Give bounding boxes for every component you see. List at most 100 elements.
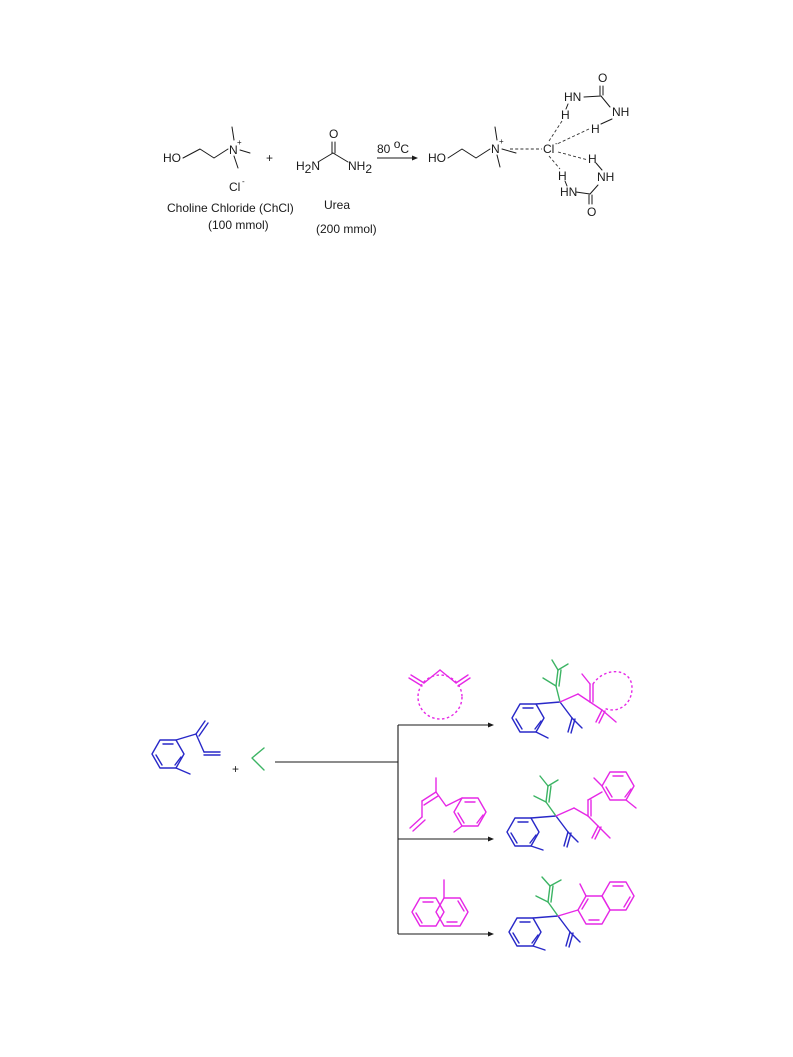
product1-ring-double-2 xyxy=(515,718,523,730)
urea-structure: O H2N NH2 Urea (200 mmol) xyxy=(296,127,377,236)
product2-aryl-bond xyxy=(593,777,603,787)
product1-bond-quat xyxy=(535,701,561,705)
product-methyl-right xyxy=(501,148,517,154)
partner1-bond-2 xyxy=(439,669,457,684)
product2-pink-7 xyxy=(591,825,599,839)
product1-arm xyxy=(559,701,573,719)
product2-pink-6 xyxy=(587,815,599,827)
core-ring-double-2 xyxy=(155,754,163,766)
product1-green-3 xyxy=(558,669,562,687)
chloride-label: Cl xyxy=(229,180,240,194)
product3-bond-quat xyxy=(532,915,559,919)
product2-methyl xyxy=(530,845,544,851)
product1-green-6 xyxy=(542,677,557,687)
ho-label: HO xyxy=(163,151,181,165)
product3-naph-double-4 xyxy=(623,896,631,908)
upper-urea-nh: NH xyxy=(612,105,629,119)
upper-urea-h-right: H xyxy=(591,122,600,136)
starting-material-core xyxy=(151,720,221,775)
partner2-ring-methyl xyxy=(453,825,463,833)
product2-green-5 xyxy=(547,779,559,787)
choline-name: Choline Chloride (ChCl) xyxy=(167,201,294,215)
product2-pink-2 xyxy=(573,807,589,817)
product3-naph-double-2 xyxy=(581,898,589,910)
product1-ring-double-3 xyxy=(534,720,542,730)
product2-aryl-double-3 xyxy=(624,788,632,798)
partner-aryl-diene xyxy=(409,777,487,833)
product2-green-2 xyxy=(545,785,549,803)
product3-green-6 xyxy=(535,895,549,903)
nitrogen-label: N xyxy=(229,143,238,157)
product1-pink-7 xyxy=(595,709,603,723)
partner2-chain xyxy=(435,791,463,807)
partner2-ring-double-3 xyxy=(476,814,484,824)
product1-exo-b xyxy=(570,718,576,734)
plus-sign-bottom: + xyxy=(232,762,239,776)
lower-urea-h-right: H xyxy=(588,152,597,166)
partner2-exo-b xyxy=(412,819,426,832)
product1-green-5 xyxy=(557,663,569,671)
partner2-exo-a xyxy=(409,816,423,829)
partner1-exo-right-a xyxy=(455,674,469,684)
product1-pink-6 xyxy=(589,701,603,711)
choline-chloride-structure: HO N + Cl - Choline Chloride (ChCl) (100… xyxy=(163,126,294,232)
product2-green-4 xyxy=(539,775,549,787)
core-bond-down xyxy=(195,733,205,753)
product2-tail xyxy=(567,831,579,843)
upper-urea-oxygen: O xyxy=(598,71,607,85)
partner3-ring-left xyxy=(411,897,445,927)
product2-pink-1 xyxy=(555,807,575,817)
product1-green-4 xyxy=(551,659,559,671)
product3-green-3 xyxy=(550,885,554,903)
lower-urea-hn: HN xyxy=(560,185,577,199)
branch-arrow-1-head xyxy=(488,722,494,728)
partner3-ring-right xyxy=(435,897,469,927)
product-ho-label: HO xyxy=(428,151,446,165)
partner3-double-2 xyxy=(415,912,423,924)
urea-cn-bond-right xyxy=(332,152,349,163)
product-3 xyxy=(508,876,635,951)
product2-aryl-methyl xyxy=(625,799,637,809)
choline-chain xyxy=(182,148,229,159)
partner1-exo-left-a xyxy=(410,674,425,684)
urea-h2n-label: H2N xyxy=(296,159,320,176)
product3-naph-ring-right xyxy=(601,881,635,911)
core-exo-1a xyxy=(195,720,206,735)
core-bond-up xyxy=(175,733,197,741)
lower-urea-nh: NH xyxy=(597,170,614,184)
partner2-ring-double-2 xyxy=(457,812,465,824)
branch-arrow-2-head xyxy=(488,836,494,842)
partner1-exo-left-b xyxy=(408,677,423,687)
partner3-double-4 xyxy=(457,900,465,912)
urea-cn-bond-left xyxy=(317,152,334,163)
product3-ring-double-3 xyxy=(531,934,539,944)
product3-green-1 xyxy=(547,901,559,917)
lower-urea-nh-right xyxy=(595,162,603,171)
hbond-cl-h1 xyxy=(548,120,563,142)
product2-ring-double-2 xyxy=(510,832,518,844)
lower-urea-cn-left xyxy=(575,191,591,195)
product2-bond-quat xyxy=(530,815,557,819)
product-methyl-top xyxy=(494,126,498,141)
product3-naph-methyl xyxy=(579,883,587,897)
product-chloride-charge: - xyxy=(555,139,558,148)
upper-urea-hn: HN xyxy=(564,90,581,104)
product-chloride-label: Cl xyxy=(543,142,554,156)
product2-exo-b xyxy=(566,832,572,848)
product2-pink-5 xyxy=(587,791,603,801)
upper-urea-nh-right xyxy=(600,118,613,125)
product3-exo-b xyxy=(568,932,574,948)
partner-cyclic-diene xyxy=(408,669,471,720)
upper-urea-cn-right xyxy=(600,95,611,108)
product1-pink-1 xyxy=(559,693,579,703)
product-chain xyxy=(447,148,491,159)
product2-aryl-double-2 xyxy=(605,786,613,798)
deep-eutectic-solvent-structure: HO N + Cl - O HN H NH H H H NH HN xyxy=(428,71,629,219)
product3-exo-a xyxy=(565,931,571,947)
upper-urea-nh-left xyxy=(565,103,569,110)
product1-tail xyxy=(571,717,583,729)
methyl-bond-top xyxy=(231,126,235,141)
product1-green-1 xyxy=(555,685,561,703)
green-fragment-reagent xyxy=(251,747,265,771)
